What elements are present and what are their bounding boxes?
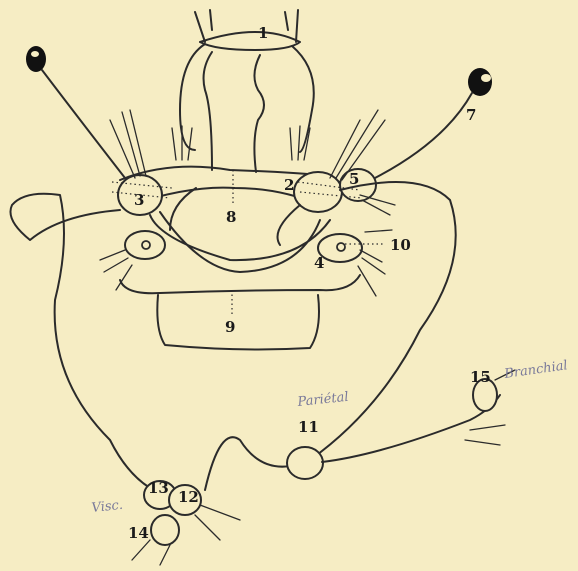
label-10: 10 (390, 236, 411, 254)
pedal-lobe (120, 275, 360, 349)
label-13: 13 (148, 479, 169, 497)
label-15: 15 (470, 368, 491, 386)
label-11: 11 (298, 418, 319, 436)
label-4: 4 (314, 254, 324, 272)
left-eye (26, 46, 125, 178)
label-9: 9 (225, 318, 235, 336)
parietal-ganglion (287, 447, 323, 479)
right-eye (350, 68, 492, 190)
label-1: 1 (258, 24, 268, 42)
annotation-branchial: Branchial (502, 358, 568, 382)
label-14: 14 (128, 524, 149, 542)
annotation-parietal: Pariétal (296, 390, 349, 410)
visceral-ganglion-14 (151, 515, 179, 545)
label-2: 2 (284, 176, 294, 194)
label-8: 8 (226, 208, 236, 226)
cerebral-ganglion (180, 10, 314, 172)
label-5: 5 (349, 170, 359, 188)
visceral-loop (10, 182, 515, 565)
ganglia-ring (112, 167, 376, 272)
label-3: 3 (134, 191, 144, 209)
label-12: 12 (178, 488, 199, 506)
label-7: 7 (466, 106, 476, 124)
annotation-visceral: Visc. (91, 498, 124, 516)
